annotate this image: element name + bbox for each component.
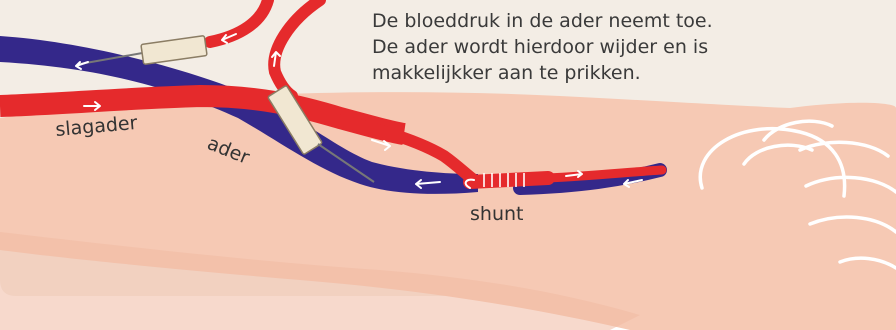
caption: De bloeddruk in de ader neemt toe. De ad… <box>372 8 872 86</box>
caption-line-1: De bloeddruk in de ader neemt toe. <box>372 8 872 34</box>
shunt-vessel <box>470 178 548 182</box>
label-shunt: shunt <box>470 203 523 225</box>
caption-line-3: makkelijkker aan te prikken. <box>372 60 872 86</box>
caption-line-2: De ader wordt hierdoor wijder en is <box>372 34 872 60</box>
